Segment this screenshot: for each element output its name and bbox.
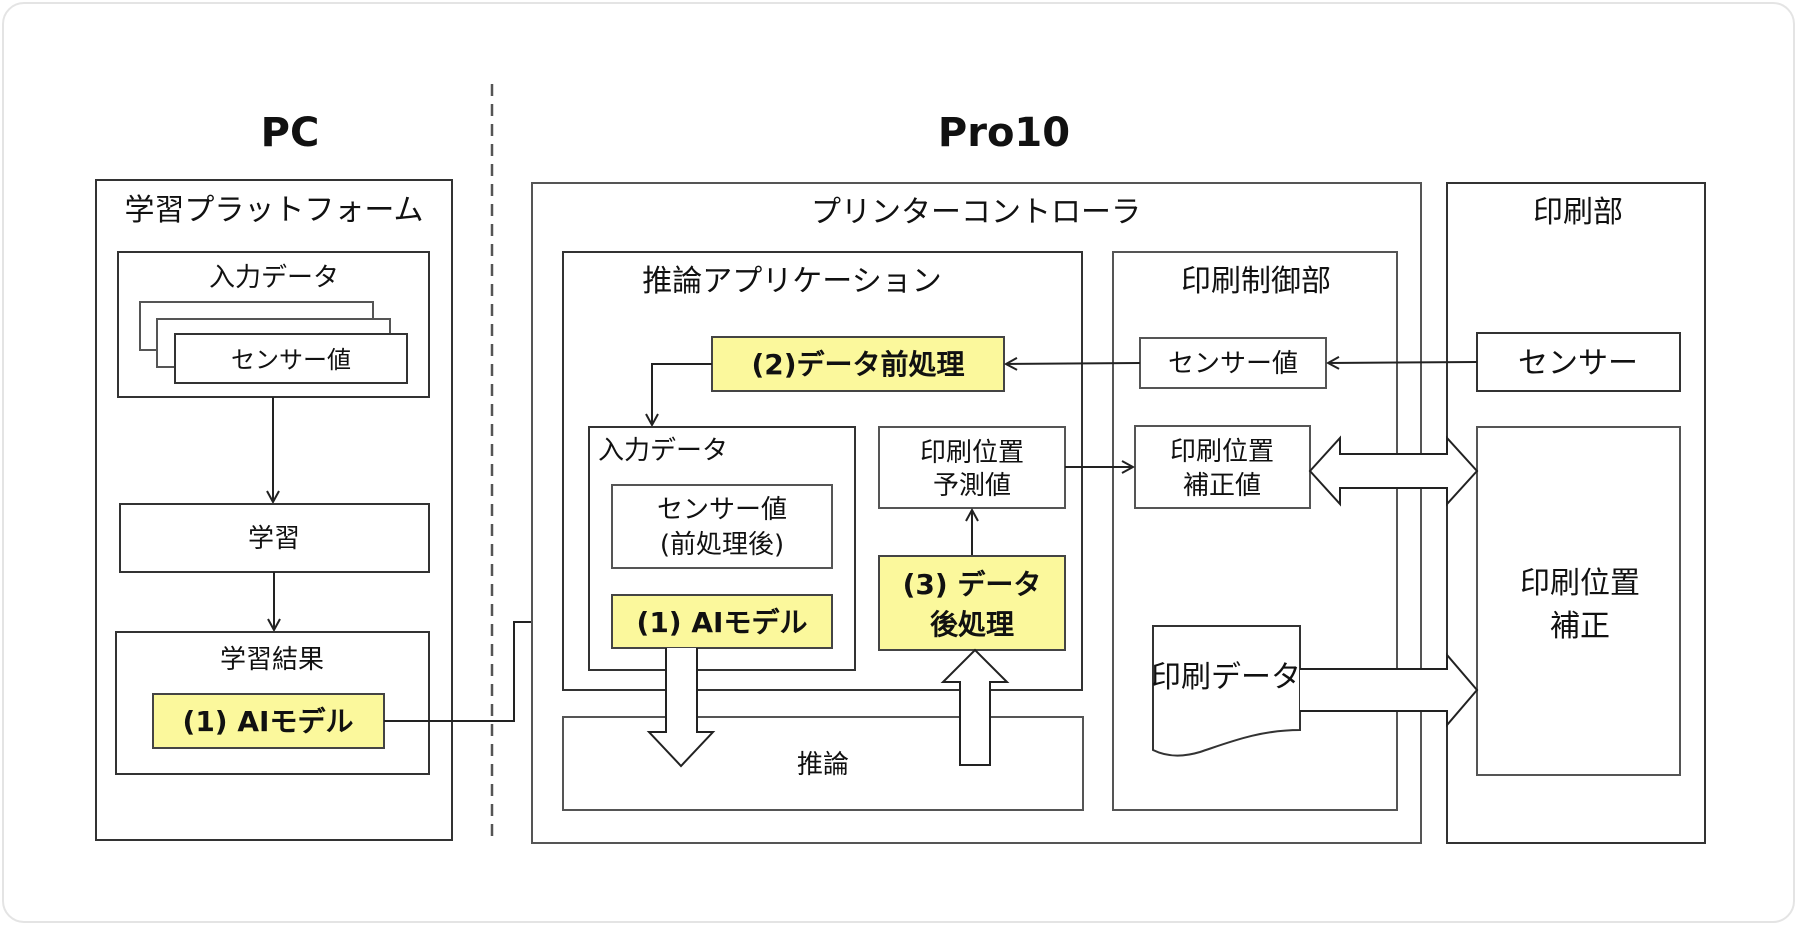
preprocessed-sensor-line2: (前処理後) xyxy=(660,530,784,560)
print-correction-line1: 印刷位置 xyxy=(1520,566,1640,601)
prediction-line2: 予測値 xyxy=(933,471,1011,501)
arrow-model-to-inference xyxy=(646,648,716,768)
app-ai-model-box xyxy=(611,594,833,649)
ctrl-sensor-value-label: センサー値 xyxy=(1168,349,1298,379)
print-unit-group: 印刷部 センサー 印刷位置 補正 xyxy=(1328,182,1706,844)
pc-sensor-value-label: センサー値 xyxy=(231,346,351,374)
correction-value-line1: 印刷位置 xyxy=(1170,437,1274,467)
print-correction-box xyxy=(1476,426,1681,776)
prediction-line1: 印刷位置 xyxy=(920,438,1024,468)
pc-title: PC xyxy=(261,110,320,156)
arrow-sensor-to-ctrl xyxy=(1328,362,1478,363)
learning-box xyxy=(119,503,430,573)
prediction-box xyxy=(878,426,1066,509)
correction-value-box xyxy=(1134,425,1311,509)
arrow-correction-exchange xyxy=(1308,435,1479,507)
arrow-inference-to-postprocess xyxy=(940,648,1010,766)
preprocessed-sensor-box xyxy=(611,484,833,569)
print-unit-label: 印刷部 xyxy=(1533,195,1623,230)
pc-input-data-label: 入力データ xyxy=(209,263,339,293)
inference-app-label: 推論アプリケーション xyxy=(642,264,941,299)
pc-platform-group: 学習プラットフォーム 入力データ センサー値 学習 学習結果 (1) AIモデル xyxy=(95,179,453,841)
preprocess-label: (2)データ前処理 xyxy=(751,348,964,381)
postprocess-line2: 後処理 xyxy=(930,608,1014,641)
learning-label: 学習 xyxy=(248,524,300,554)
preprocess-box xyxy=(711,336,1005,392)
inference-label: 推論 xyxy=(797,750,849,780)
postprocess-line1: (3) データ xyxy=(903,568,1042,601)
correction-value-line2: 補正値 xyxy=(1183,471,1261,501)
app-ai-model-label: (1) AIモデル xyxy=(637,606,808,639)
preprocessed-sensor-line1: センサー値 xyxy=(657,495,787,525)
print-data-label: 印刷データ xyxy=(1151,660,1301,695)
print-control-label: 印刷制御部 xyxy=(1181,264,1331,299)
arrow-preprocess-to-input xyxy=(652,363,712,425)
sensor-label: センサー xyxy=(1518,346,1638,381)
learning-platform-label: 学習プラットフォーム xyxy=(124,193,423,228)
printer-controller-label: プリンターコントローラ xyxy=(811,195,1141,230)
app-input-data-label: 入力データ xyxy=(598,436,728,466)
print-data-document xyxy=(1152,625,1301,757)
pro10-title: Pro10 xyxy=(938,110,1070,156)
sensor-card-front xyxy=(174,333,408,384)
print-correction-line2: 補正 xyxy=(1550,609,1610,644)
learning-result-label: 学習結果 xyxy=(220,645,324,675)
arrow-sensor-to-preprocess xyxy=(1006,363,1141,364)
arrow-print-data-to-unit xyxy=(1300,652,1479,728)
pc-ai-model-label: (1) AIモデル xyxy=(183,705,354,738)
postprocess-box xyxy=(878,555,1066,651)
sensor-box xyxy=(1476,332,1681,392)
printer-controller-group: プリンターコントローラ 推論アプリケーション (2)データ前処理 入力データ セ… xyxy=(531,182,1422,844)
